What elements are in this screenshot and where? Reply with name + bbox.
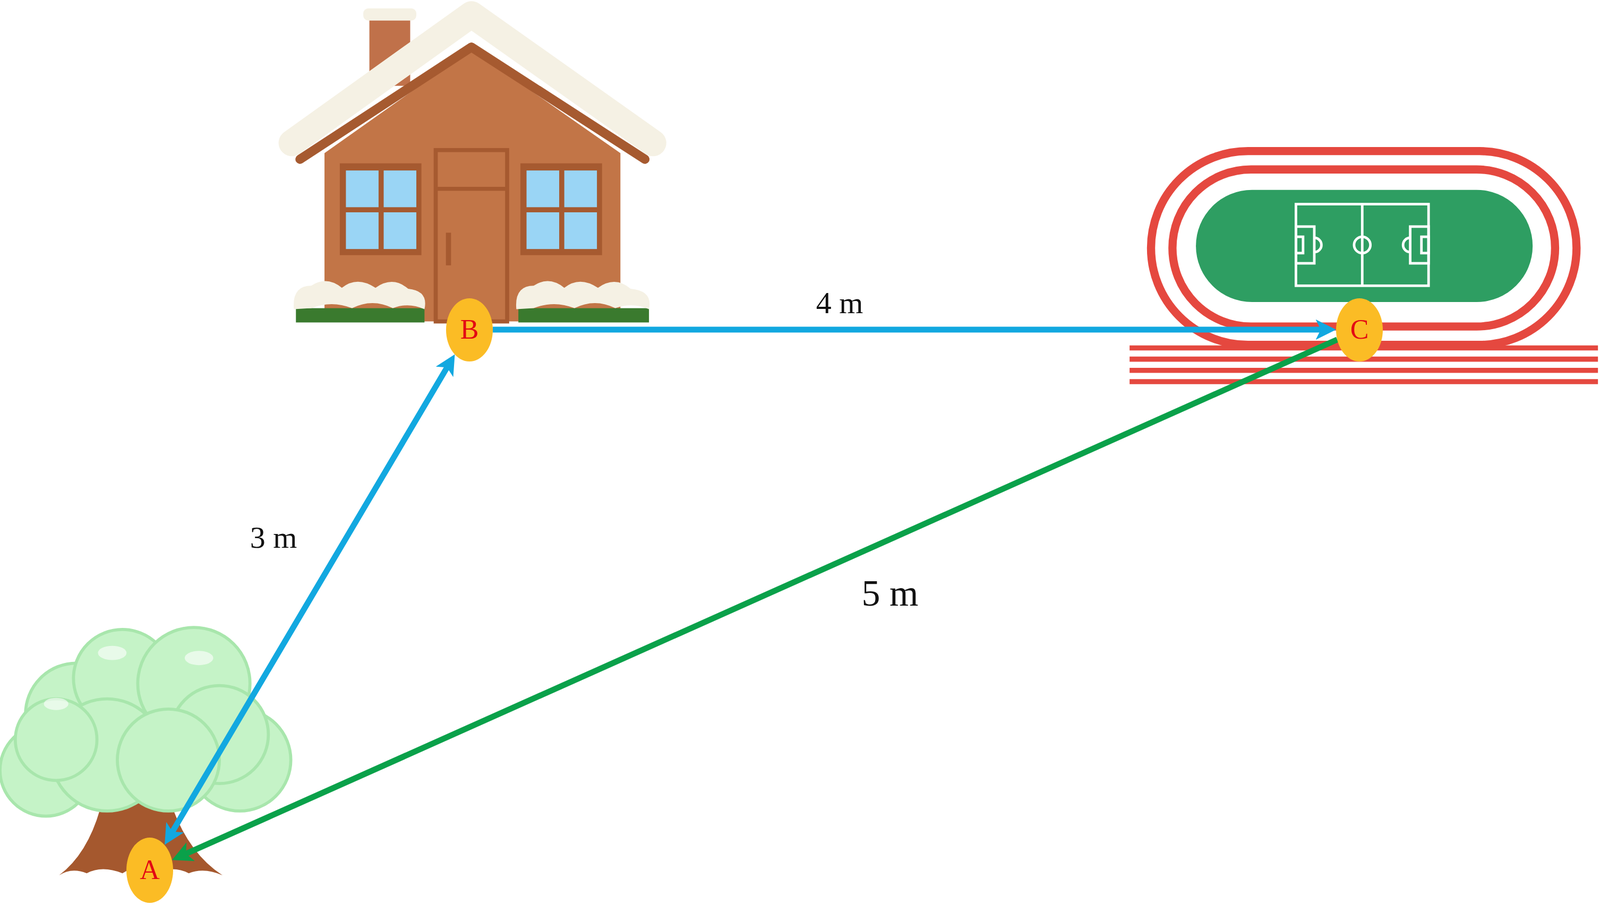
distance-label: 3 m [246, 521, 301, 555]
distance-arrow [185, 339, 1338, 855]
point-label: B [460, 315, 479, 344]
distance-label: 5 m [858, 574, 922, 614]
distance-arrow [172, 367, 448, 833]
stadium-illustration [1129, 151, 1598, 382]
distance-arrow [492, 327, 1322, 333]
point-marker: A [126, 837, 174, 904]
distance-label: 4 m [813, 286, 867, 320]
point-label: A [139, 856, 160, 885]
point-marker: C [1336, 298, 1383, 362]
house-illustration [292, 8, 654, 323]
point-label: C [1350, 315, 1370, 344]
point-marker: B [446, 298, 493, 362]
